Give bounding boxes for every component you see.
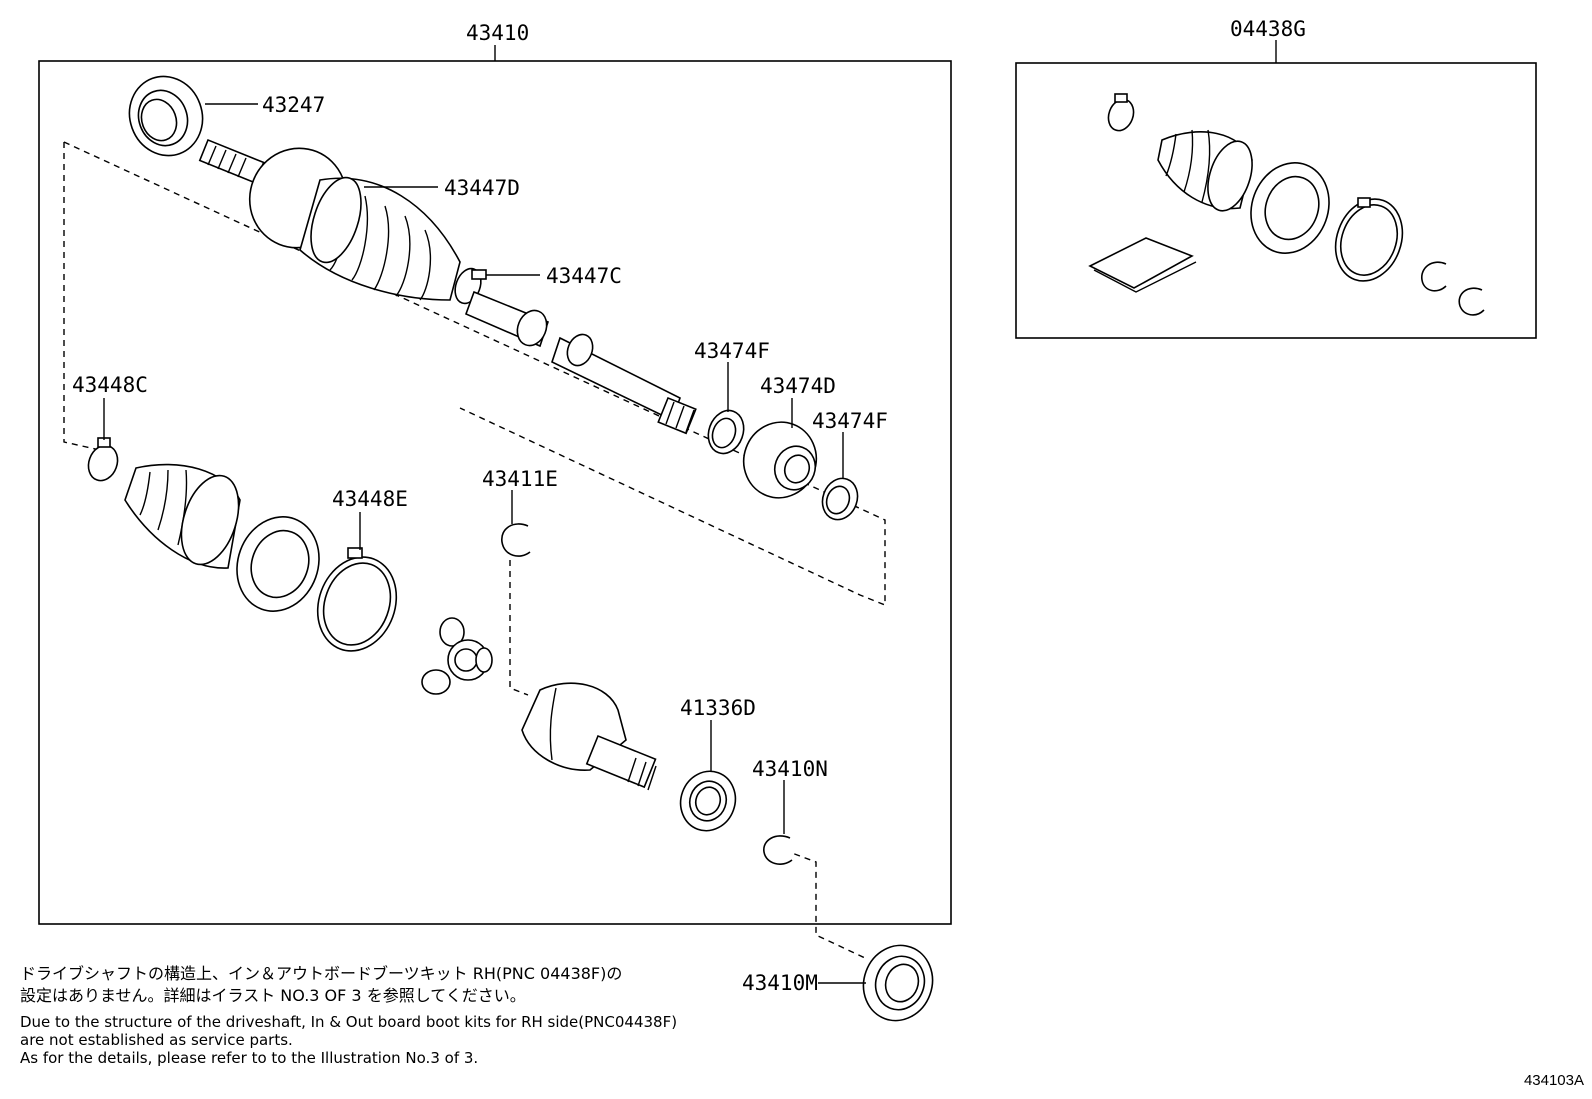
note-english-line-2: are not established as service parts. — [20, 1031, 293, 1049]
part-43447D-outboard-boot[interactable] — [299, 171, 461, 301]
part-43448E-boot-clamp[interactable] — [305, 546, 409, 662]
part-inboard-joint-housing — [236, 516, 320, 612]
label-43474F-lower[interactable]: 43474F — [812, 409, 888, 433]
label-43447D[interactable]: 43447D — [444, 176, 520, 200]
note-english-line-3: As for the details, please refer to to t… — [20, 1049, 479, 1067]
kit-part-clamp-small — [1107, 93, 1135, 132]
note-japanese-line-1: ドライブシャフトの構造上、イン＆アウトボードブーツキット RH(PNC 0443… — [20, 964, 623, 983]
part-43410N-snap-ring[interactable] — [763, 835, 793, 865]
label-43410[interactable]: 43410 — [466, 21, 529, 45]
kit-part-snap-ring-b — [1458, 287, 1485, 316]
part-41336D-oil-seal[interactable] — [672, 764, 743, 839]
part-inboard-joint-body — [521, 682, 657, 791]
label-41336D[interactable]: 41336D — [680, 696, 756, 720]
illustration-code: 434103A — [1523, 1072, 1584, 1089]
part-43411E-snap-ring[interactable] — [501, 523, 531, 557]
note-japanese-line-2: 設定はありません。詳細はイラスト NO.3 OF 3 を参照してください。 — [20, 986, 526, 1005]
part-inboard-boot — [124, 463, 241, 569]
bearing-dashed-line — [783, 849, 866, 959]
label-43448C[interactable]: 43448C — [72, 373, 148, 397]
kit-part-housing — [1250, 162, 1330, 254]
part-43410M-bearing[interactable] — [853, 936, 943, 1031]
part-43474F-ring-upper[interactable] — [703, 406, 750, 459]
kit-part-clamp-large — [1334, 197, 1404, 282]
note-english-line-1: Due to the structure of the driveshaft, … — [20, 1013, 678, 1031]
part-43448C-boot-clamp[interactable] — [84, 437, 123, 485]
label-43410M[interactable]: 43410M — [742, 971, 818, 995]
kit-part-snap-ring-a — [1421, 261, 1447, 292]
part-43247-dust-seal[interactable] — [118, 66, 213, 166]
label-43474D[interactable]: 43474D — [760, 374, 836, 398]
kit-part-grease-pack — [1088, 237, 1197, 293]
kit-part-boot — [1157, 129, 1253, 212]
snap-ring-dashed-line — [509, 560, 529, 696]
label-04438G[interactable]: 04438G — [1230, 17, 1306, 41]
label-43410N[interactable]: 43410N — [752, 757, 828, 781]
group-dashed-line-outer — [63, 142, 101, 451]
label-43247[interactable]: 43247 — [262, 93, 325, 117]
part-drive-shaft — [464, 290, 697, 435]
part-tripod-joint — [421, 617, 493, 695]
label-43411E[interactable]: 43411E — [482, 467, 558, 491]
part-43474F-ring-lower[interactable] — [817, 473, 863, 524]
label-43448E[interactable]: 43448E — [332, 487, 408, 511]
label-43474F-upper[interactable]: 43474F — [694, 339, 770, 363]
label-43447C[interactable]: 43447C — [546, 264, 622, 288]
part-43474D-damper[interactable] — [733, 412, 827, 508]
